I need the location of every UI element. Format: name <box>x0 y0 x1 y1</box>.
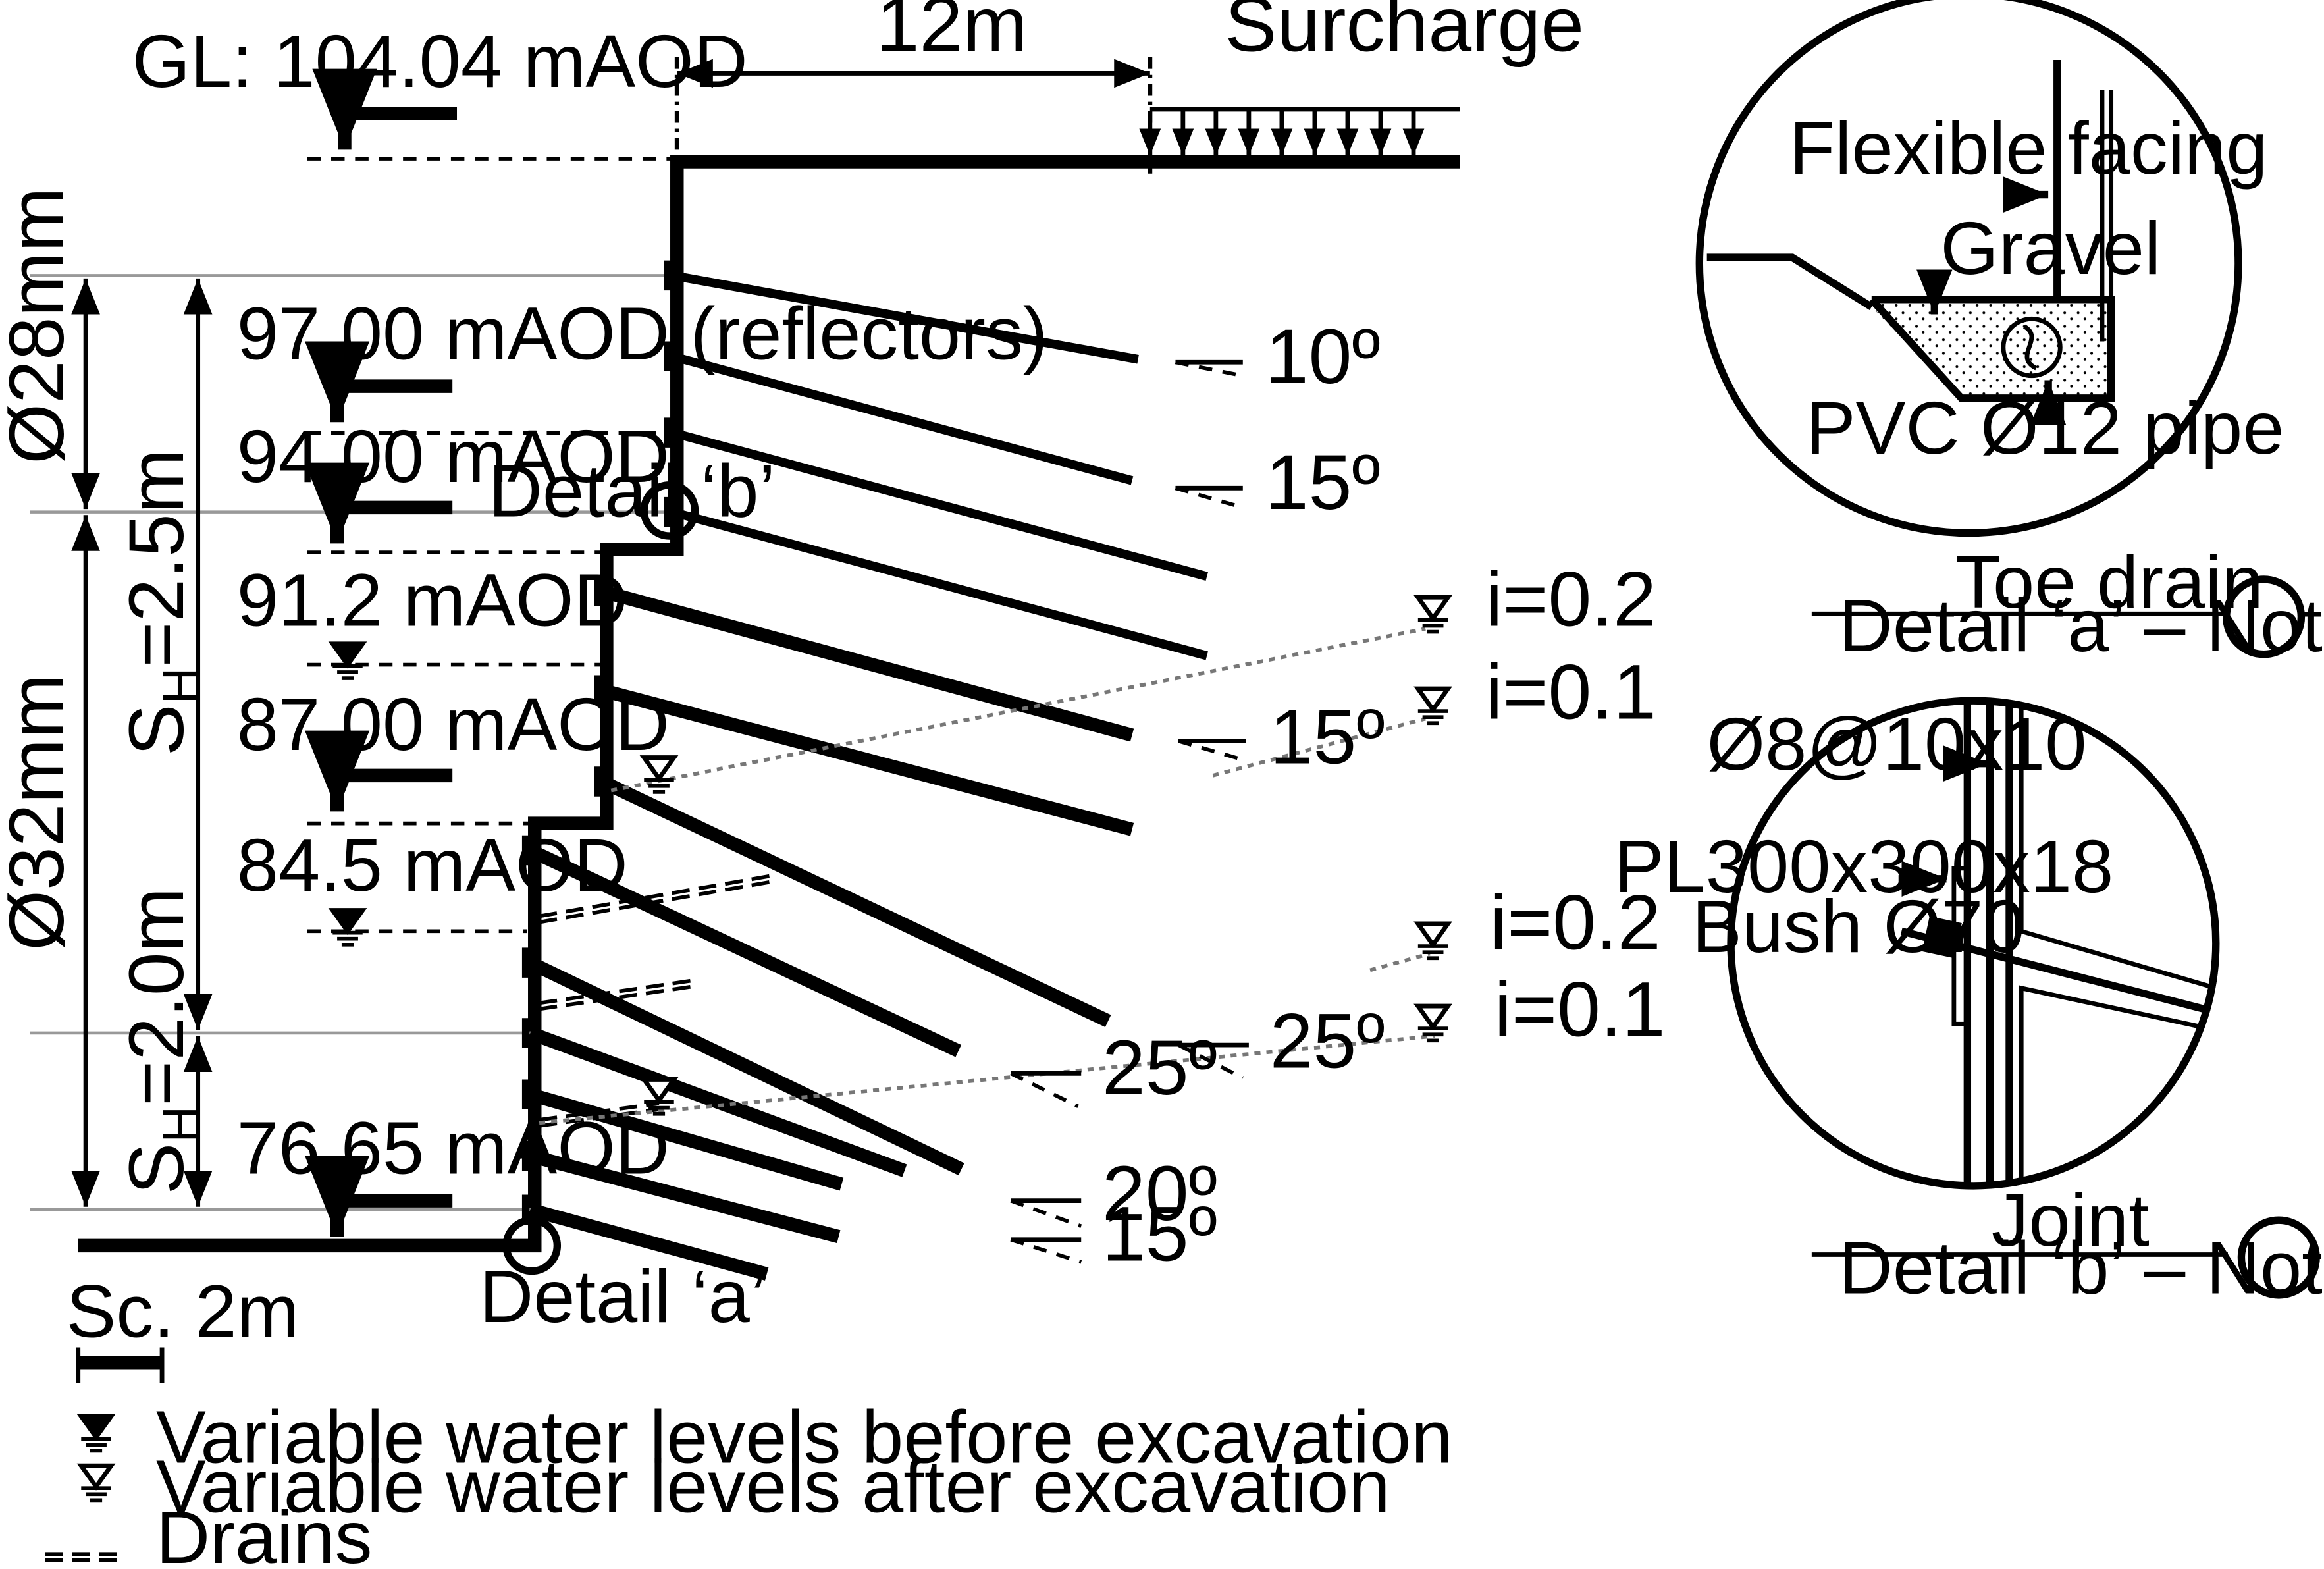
level-97: 97.00 mAOD (reflectors) <box>237 292 1048 435</box>
svg-text:Detail ‘b’: Detail ‘b’ <box>489 449 776 533</box>
level-94: 94.00 mAOD <box>237 415 670 554</box>
surcharge: Surcharge <box>1139 0 1585 156</box>
water-level-after-icon <box>76 1463 116 1503</box>
detail-b-callout: Detail ‘b’ <box>489 449 776 540</box>
joint-subtitle: Detail ‘b’ – Not to scale <box>1839 1227 2324 1310</box>
anchor-tendon <box>527 956 964 1176</box>
level-84-5: 84.5 mAOD <box>237 824 628 947</box>
level-91-2: 91.2 mAOD <box>237 558 628 680</box>
anchor-tendon <box>671 428 1208 581</box>
width-dimension-label: 12m <box>876 0 1028 68</box>
angle-label: 20º <box>1102 1150 1217 1237</box>
water-level-before-icon <box>328 641 367 680</box>
angle-label: 15º <box>1102 1191 1217 1278</box>
spacing-upper: SH=2.5m <box>113 449 209 757</box>
toe-drain-detail: Flexible facing Gravel PVC Ø12 pipe Toe … <box>1695 0 2324 668</box>
joint-title: Joint <box>1992 1179 2150 1262</box>
water-gradient-lines <box>539 595 1452 1125</box>
width-dimension: 12m <box>674 0 1153 174</box>
angle-label: 25º <box>1270 997 1385 1084</box>
anchor-tendon <box>671 508 1208 660</box>
water-level-after-icon <box>1413 1003 1452 1043</box>
water-level-after-icon <box>1413 921 1452 961</box>
anchor-tendon <box>528 1203 769 1281</box>
anchor-tendon <box>600 585 1134 742</box>
gravel-label: Gravel <box>1940 207 2161 290</box>
anchor-tendon <box>671 352 1134 485</box>
joint-detail: Ø8@10x10 PL300x300x18 Bush Ø70 Joint Det… <box>1614 697 2324 1310</box>
water-level-after-icon <box>639 1077 679 1116</box>
angle-indicators <box>1010 359 1249 1264</box>
scale-bar: Sc. 2m <box>66 1270 300 1384</box>
plate-label: PL300x300x18 <box>1614 825 2114 909</box>
ground-level-label: GL: 104.04 mAOD <box>132 20 748 103</box>
detail-a-callout: Detail ‘a’ <box>479 1216 766 1339</box>
water-level-after-icon <box>1413 686 1452 726</box>
mesh-label: Ø8@10x10 <box>1707 703 2087 786</box>
legend-label: Variable water levels after excavation <box>156 1445 1390 1529</box>
gradient-label: i=0.1 <box>1485 649 1656 735</box>
water-level-before-icon <box>328 908 367 947</box>
gradient-label: i=0.2 <box>1490 880 1661 967</box>
svg-text:Detail ‘a’: Detail ‘a’ <box>479 1255 766 1339</box>
surcharge-label: Surcharge <box>1225 0 1585 68</box>
anchor-tendon <box>599 775 1111 1028</box>
toe-title: Toe drain <box>1955 541 2263 624</box>
water-level-after-icon <box>1413 595 1452 634</box>
legend-label: Variable water levels before excavation <box>156 1396 1453 1479</box>
flexible-facing-label: Flexible facing <box>1789 107 2268 190</box>
angle-label: 25º <box>1102 1024 1217 1111</box>
anchor-tendon <box>528 1088 844 1191</box>
legend: Variable water levels before excavation … <box>45 1396 1453 1569</box>
water-level-before-icon <box>76 1414 116 1453</box>
anchor-tendon <box>600 683 1134 836</box>
bar-diameter-upper: Ø28mm <box>0 187 80 464</box>
angle-label: 10º <box>1265 313 1381 400</box>
spacing-lower: SH=2.0m <box>113 888 209 1195</box>
anchor-tendon <box>672 271 1139 364</box>
svg-text:Sc. 2m: Sc. 2m <box>66 1270 300 1354</box>
anchors <box>521 260 1208 1281</box>
toe-subtitle: Detail ‘a’ – Not to scale <box>1839 584 2324 668</box>
bush-label: Bush Ø70 <box>1692 885 2025 969</box>
angle-label: 15º <box>1265 439 1381 526</box>
bar-diameter-lower: Ø32mm <box>0 674 80 950</box>
ground-level-marker: GL: 104.04 mAOD <box>132 20 748 161</box>
spacing-dimensions: SH=2.5m SH=2.0m <box>113 278 213 1207</box>
bar-diameter-dimensions: Ø28mm Ø32mm <box>0 187 100 1207</box>
gradient-label: i=0.1 <box>1494 967 1666 1053</box>
angle-label: 15º <box>1270 694 1385 781</box>
anchor-tendon <box>528 1149 841 1244</box>
gradient-label: i=0.2 <box>1485 556 1656 643</box>
svg-text:97.00 mAOD (reflectors): 97.00 mAOD (reflectors) <box>237 292 1048 376</box>
svg-text:91.2 mAOD: 91.2 mAOD <box>237 558 628 642</box>
legend-label: Drains <box>156 1496 373 1569</box>
anchor-tendon <box>527 844 962 1057</box>
water-level-after-icon <box>639 755 679 794</box>
anchor-tendon <box>527 1026 907 1177</box>
